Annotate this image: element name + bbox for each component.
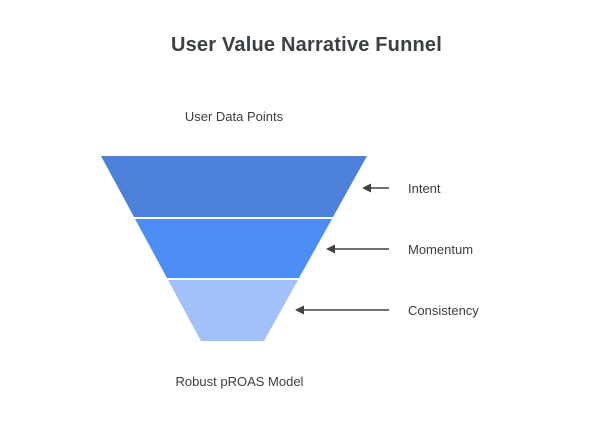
funnel-top-label: User Data Points (184, 109, 284, 124)
funnel-stage-intent (101, 156, 367, 217)
stage-label-consistency: Consistency (408, 303, 479, 318)
funnel-stage-consistency (168, 280, 298, 341)
funnel-stage-momentum (135, 219, 332, 278)
arrow-intent (362, 183, 389, 193)
stage-label-momentum: Momentum (408, 242, 474, 257)
stage-label-intent: Intent (408, 181, 441, 196)
arrow-momentum (326, 244, 389, 254)
arrow-intent-head-icon (362, 183, 371, 193)
arrow-momentum-head-icon (326, 244, 335, 254)
arrow-consistency-head-icon (295, 305, 304, 315)
funnel-bottom-label: Robust pROAS Model (175, 374, 304, 389)
arrow-consistency (295, 305, 389, 315)
page-title: User Value Narrative Funnel (170, 34, 443, 56)
